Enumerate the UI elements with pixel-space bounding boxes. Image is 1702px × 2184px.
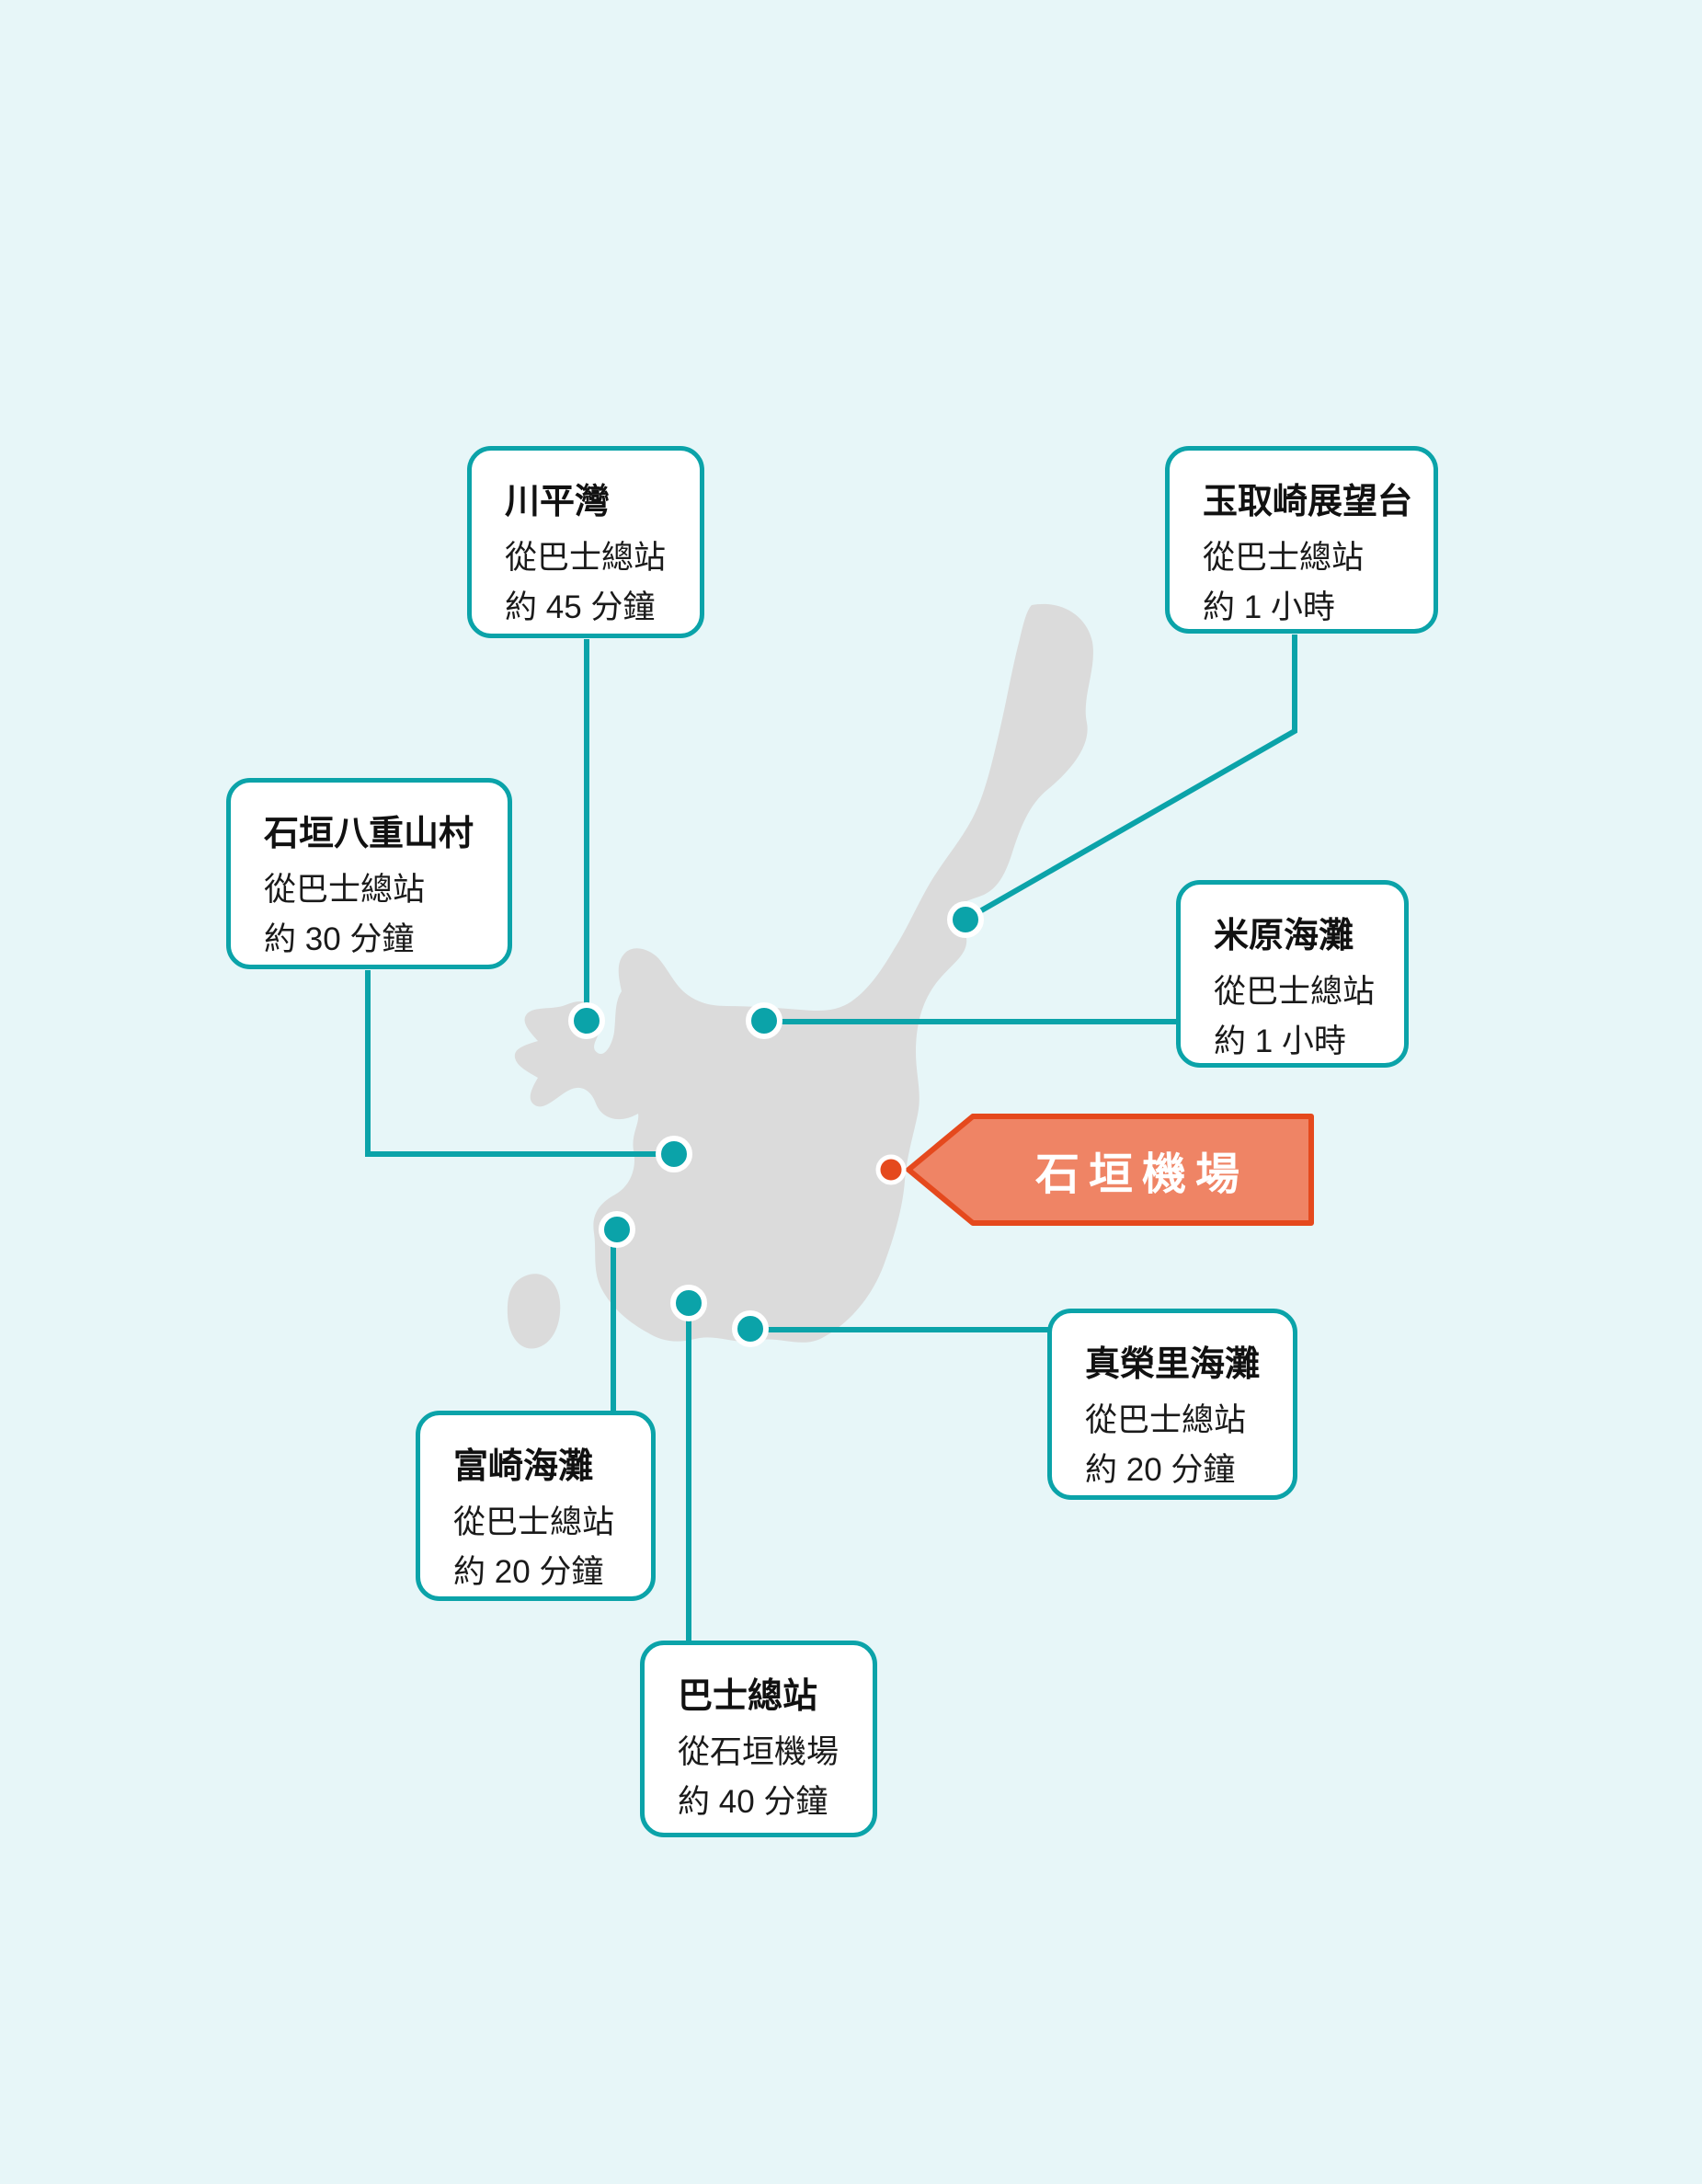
- islet-shape: [507, 1274, 561, 1349]
- callout-title: 富崎海灘: [453, 1447, 594, 1486]
- callout-line: 從巴士總站: [453, 1504, 615, 1540]
- callout-line: 約 1 小時: [1203, 589, 1335, 625]
- location-dot-maesato: [732, 1310, 769, 1347]
- connector-line-tamatorizaki: [964, 635, 1297, 922]
- callout-line: 約 40 分鐘: [678, 1784, 828, 1820]
- callout-fusaki-beach: 富崎海灘 從巴士總站 約 20 分鐘: [416, 1411, 656, 1601]
- airport-banner-label: 石垣機場: [1034, 1150, 1249, 1199]
- callout-line: 從石垣機場: [678, 1734, 840, 1770]
- connector-line-yaeyama: [365, 970, 674, 1157]
- airport-dot: [875, 1154, 907, 1185]
- location-dot-yonehara: [746, 1002, 782, 1039]
- callout-line: 約 20 分鐘: [453, 1554, 604, 1590]
- callout-maesato-beach: 真榮里海灘 從巴士總站 約 20 分鐘: [1047, 1309, 1297, 1500]
- callout-yonehara-beach: 米原海灘 從巴士總站 約 1 小時: [1176, 880, 1409, 1068]
- callout-line: 從巴士總站: [1214, 974, 1376, 1010]
- callout-title: 真榮里海灘: [1085, 1345, 1261, 1384]
- location-dot-tamatorizaki: [947, 901, 984, 938]
- callout-bus-terminal: 巴士總站 從石垣機場 約 40 分鐘: [640, 1641, 877, 1837]
- callout-line: 從巴士總站: [1085, 1402, 1247, 1438]
- callout-line: 約 45 分鐘: [505, 589, 656, 625]
- callout-line: 從巴士總站: [1203, 540, 1365, 576]
- callout-kabira-bay: 川平灣 從巴士總站 約 45 分鐘: [467, 446, 704, 638]
- callout-line: 約 30 分鐘: [264, 921, 415, 957]
- location-dot-fusaki: [599, 1211, 635, 1248]
- callout-title: 川平灣: [505, 483, 611, 521]
- callout-line: 從巴士總站: [505, 540, 667, 576]
- callout-title: 玉取崎展望台: [1203, 483, 1413, 521]
- callout-title: 巴士總站: [678, 1677, 818, 1716]
- location-dot-kabira: [568, 1002, 605, 1039]
- callout-title: 米原海灘: [1214, 917, 1354, 955]
- callout-yaeyama-village: 石垣八重山村 從巴士總站 約 30 分鐘: [226, 778, 512, 969]
- callout-line: 約 20 分鐘: [1085, 1452, 1236, 1488]
- airport-banner-shape: [906, 1114, 1314, 1226]
- callout-title: 石垣八重山村: [264, 815, 474, 853]
- location-dot-yaeyama: [656, 1136, 692, 1172]
- callout-tamatorizaki-observatory: 玉取崎展望台 從巴士總站 約 1 小時: [1165, 446, 1438, 634]
- callout-line: 從巴士總站: [264, 872, 426, 908]
- location-dot-bus-terminal: [670, 1285, 707, 1321]
- callout-line: 約 1 小時: [1214, 1023, 1346, 1059]
